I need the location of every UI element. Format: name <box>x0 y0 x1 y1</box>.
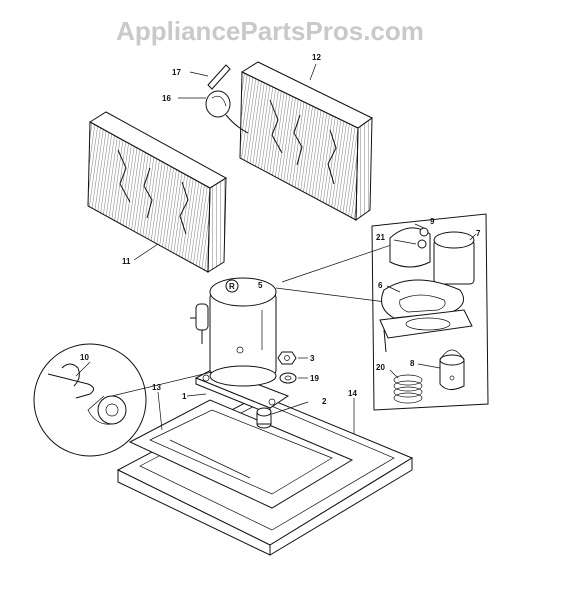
callout-9: 9 <box>430 217 435 226</box>
terminal-cover-inset <box>275 213 489 411</box>
callout-7: 7 <box>476 229 481 238</box>
nut-3 <box>277 351 297 365</box>
washer-19 <box>279 372 297 384</box>
callout-5: 5 <box>258 281 263 290</box>
svg-text:R: R <box>229 282 235 291</box>
callout-2: 2 <box>322 397 327 406</box>
grommet-2 <box>256 407 272 429</box>
callout-13: 13 <box>152 383 161 392</box>
callout-21: 21 <box>376 233 385 242</box>
callout-16: 16 <box>162 94 171 103</box>
callout-1: 1 <box>182 392 187 401</box>
leader-lines <box>75 63 477 434</box>
callout-10: 10 <box>80 353 89 362</box>
callout-8: 8 <box>410 359 415 368</box>
inset-circle-10 <box>33 343 213 457</box>
callout-20: 20 <box>376 363 385 372</box>
callout-17: 17 <box>172 68 181 77</box>
callout-12: 12 <box>312 53 321 62</box>
capillary-tube-assembly <box>205 64 249 134</box>
callout-19: 19 <box>310 374 319 383</box>
condenser-coil-12 <box>239 61 373 221</box>
compressor-5: R <box>190 277 277 387</box>
callout-11: 11 <box>122 257 131 266</box>
callout-14: 14 <box>348 389 357 398</box>
watermark-text: AppliancePartsPros.com <box>116 16 424 46</box>
evaporator-coil-11 <box>87 111 227 273</box>
callout-3: 3 <box>310 354 315 363</box>
callout-6: 6 <box>378 281 383 290</box>
base-frame-13 <box>128 399 354 509</box>
